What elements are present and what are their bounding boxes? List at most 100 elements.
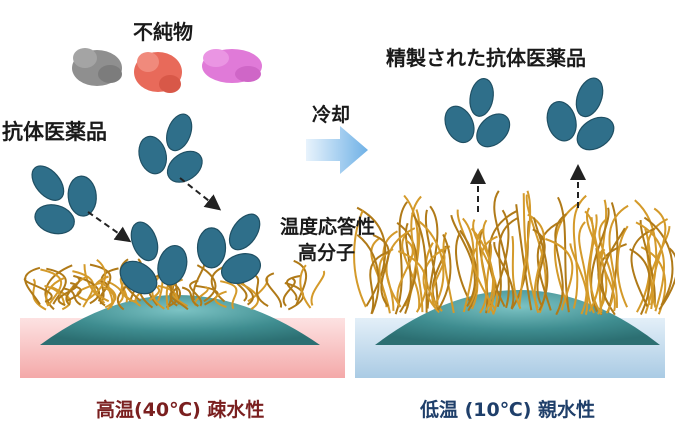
polymer-strand — [181, 286, 199, 307]
polymer-strand — [629, 248, 651, 316]
polymer-strand — [32, 278, 47, 311]
polymer-strand — [24, 266, 41, 306]
polymer-strand — [189, 279, 203, 307]
polymer-strand — [102, 286, 116, 311]
polymer-strand — [518, 190, 532, 308]
right-polymer-layer — [353, 190, 675, 316]
polymer-strand — [65, 285, 82, 303]
polymer-strand — [46, 267, 67, 305]
polymer-strand — [44, 284, 66, 305]
polymer-strand — [220, 280, 238, 310]
polymer-strand — [353, 209, 367, 308]
polymer-strand — [57, 282, 78, 307]
polymer-strand — [356, 206, 387, 307]
polymer-strand — [616, 225, 629, 308]
polymer-strand — [572, 194, 587, 309]
polymer-strand — [282, 277, 296, 307]
polymer-strand — [597, 248, 605, 315]
antibody-icon — [546, 77, 615, 151]
dashed-arrows — [87, 164, 586, 243]
polymer-strand — [658, 247, 675, 311]
polymer-strand — [369, 250, 391, 315]
polymer-strand — [265, 272, 282, 308]
polymer-strand — [72, 270, 95, 308]
polymer-strand — [396, 239, 414, 308]
polymer-strand — [196, 264, 217, 303]
polymer-strand — [569, 243, 589, 316]
antibody-icon — [196, 213, 262, 284]
polymer-strand — [63, 287, 82, 306]
impurity-red — [134, 52, 182, 93]
polymer-strand — [411, 212, 428, 313]
impurities-group — [72, 48, 262, 93]
polymer-strand — [424, 209, 439, 311]
polymer-strand — [635, 221, 665, 312]
right-bead — [375, 290, 660, 345]
polymer-strand — [210, 265, 226, 303]
right-caption: 低温 (10℃) 親水性 — [420, 399, 596, 421]
polymer-strand — [545, 238, 574, 311]
polymer-strand — [482, 219, 496, 314]
polymer-strand — [493, 241, 515, 309]
polymer-strand — [455, 232, 474, 308]
polymer-strand — [370, 237, 388, 308]
polymer-strand — [533, 217, 549, 311]
polymer-strand — [299, 264, 312, 309]
polymer-strand — [634, 199, 658, 314]
polymer-strand — [285, 274, 302, 301]
antibody-label: 抗体医薬品 — [2, 120, 107, 144]
arrow-antibody-to-bead-1 — [87, 211, 132, 243]
arrow-antibody-to-bead-2 — [179, 177, 222, 211]
antibodies-group — [31, 77, 615, 295]
polymer-strand — [532, 228, 546, 307]
polymer-strand — [214, 290, 227, 308]
polymer-strand — [601, 227, 626, 307]
polymer-strand — [487, 209, 518, 308]
polymer-strand — [522, 193, 539, 309]
right-panel — [353, 190, 675, 378]
polymer-strand — [472, 219, 499, 315]
polymer-strand — [608, 204, 629, 308]
cooling-label: 冷却 — [312, 104, 351, 126]
left-caption: 高温(40℃) 疎水性 — [96, 399, 265, 421]
polymer-strand — [479, 235, 498, 314]
antibody-icon — [444, 78, 511, 148]
left-panel — [20, 258, 345, 378]
antibody-icon — [31, 165, 97, 235]
impurity-gray — [72, 48, 122, 86]
polymer-strand — [253, 274, 269, 307]
polymer-strand — [356, 234, 380, 314]
polymer-strand — [557, 196, 570, 313]
polymer-strand — [394, 201, 408, 315]
polymer-strand — [600, 248, 616, 312]
polymer-strand — [418, 220, 445, 308]
polymer-strand — [157, 284, 179, 302]
impurities-label: 不純物 — [133, 20, 193, 44]
cooling-arrow-icon — [306, 126, 368, 174]
polymer-strand — [310, 270, 326, 306]
polymer-strand — [588, 217, 601, 312]
antibody-icon — [138, 113, 203, 183]
polymer-strand — [437, 233, 452, 311]
polymer-label-line1: 温度応答性 — [280, 216, 376, 238]
polymer-strand — [630, 227, 655, 307]
polymer-strand — [468, 228, 483, 306]
polymer-strand — [643, 216, 674, 306]
polymer-strand — [93, 275, 110, 303]
polymer-strand — [536, 220, 562, 311]
polymer-strand — [410, 195, 424, 313]
polymer-strand — [426, 205, 439, 309]
polymer-strand — [578, 221, 588, 315]
polymer-strand — [40, 268, 63, 307]
polymer-strand — [456, 209, 479, 310]
polymer-strand — [431, 248, 446, 311]
polymer-strand — [472, 247, 496, 310]
polymer-strand — [511, 235, 522, 310]
antibody-icon — [119, 221, 188, 295]
polymer-strand — [397, 250, 428, 313]
purified-antibody-label: 精製された抗体医薬品 — [386, 46, 586, 70]
polymer-label-line2: 高分子 — [298, 242, 356, 264]
polymer-strand — [450, 214, 476, 307]
polymer-strand — [372, 234, 390, 307]
